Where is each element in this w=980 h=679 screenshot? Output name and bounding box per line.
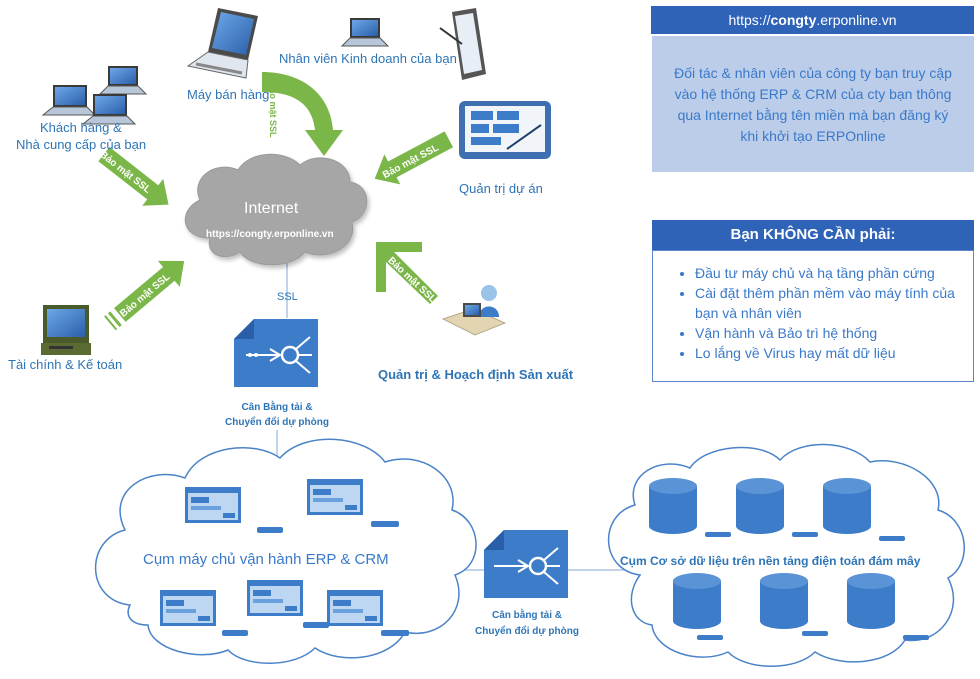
monitor-icon-finance [41, 305, 91, 355]
database-icon-2 [736, 478, 818, 537]
label-production: Quản trị & Hoạch định Sản xuất [378, 367, 574, 382]
ssl-short-label: SSL [277, 291, 298, 303]
ssl-arrow-project: Bảo mật SSL [374, 131, 454, 185]
app-server-icon-2 [307, 479, 399, 527]
database-icon-5 [760, 573, 828, 636]
info-description-box: Đối tác & nhân viên của công ty bạn truy… [652, 36, 974, 172]
laptop-icon-customer-3 [81, 94, 137, 125]
label-project-admin: Quản trị dự án [459, 181, 543, 196]
ssl-arrow-sales [262, 72, 343, 156]
app-server-icon-1 [185, 487, 283, 533]
info-description-text: Đối tác & nhân viên của công ty bạn truy… [674, 65, 952, 144]
label-customers-1: Khách hàng & [40, 120, 122, 135]
load-balancer-icon-1 [234, 319, 318, 387]
laptop-icon-customer-2 [98, 66, 148, 95]
app-server-icon-3 [160, 590, 248, 636]
no-need-item: Lo lắng về Virus hay mất dữ liệu [695, 343, 973, 363]
url-domain-bold: congty [770, 12, 817, 28]
database-icon-6 [847, 573, 929, 640]
internet-cloud [184, 153, 368, 266]
app-server-icon-4 [247, 580, 329, 628]
ssl-arrow-production: Bảo mật SSL [376, 242, 438, 305]
laptop-icon-staff [340, 18, 390, 47]
project-board-icon [459, 101, 551, 159]
load-balancer-2-label-2: Chuyển đổi dự phòng [475, 626, 579, 637]
label-sales-machine: Máy bán hàng [187, 87, 270, 102]
internet-url: https://congty.erponline.vn [206, 229, 334, 240]
load-balancer-2-label-1: Cân bằng tải & [491, 610, 562, 621]
url-suffix: .erponline.vn [816, 12, 897, 28]
erp-cluster-label: Cụm máy chủ vận hành ERP & CRM [143, 551, 389, 568]
no-need-list: Đầu tư máy chủ và hạ tầng phần cứng Cài … [653, 263, 973, 363]
url-prefix: https:// [728, 12, 771, 28]
db-cluster-label: Cụm Cơ sở dữ liệu trên nền tảng điện toá… [620, 554, 921, 568]
database-icon-3 [823, 478, 905, 541]
ssl-label-sales: Bảo mật SSL [268, 82, 278, 138]
no-need-item: Vận hành và Bảo trì hệ thống [695, 323, 973, 343]
load-balancer-1-label-2: Chuyển đổi dự phòng [225, 417, 329, 428]
database-icon-4 [673, 573, 723, 640]
laptop-icon-sales [186, 8, 258, 79]
ssl-label-finance: Bảo mật SSL [118, 272, 172, 320]
app-server-icon-5 [327, 590, 409, 636]
ssl-label-production: Bảo mật SSL [385, 255, 438, 305]
database-icon-1 [649, 478, 731, 537]
load-balancer-1-label-1: Cân Bằng tải & [241, 402, 313, 413]
no-need-item: Cài đặt thêm phần mềm vào máy tính của b… [695, 283, 973, 323]
load-balancer-icon-2 [484, 530, 568, 598]
no-need-item: Đầu tư máy chủ và hạ tầng phần cứng [695, 263, 973, 283]
laptop-icon-customer-1 [41, 85, 97, 116]
label-sales-staff: Nhân viên Kinh doanh của bạn [279, 51, 457, 66]
label-finance: Tài chính & Kế toán [8, 357, 123, 372]
label-customers-2: Nhà cung cấp của bạn [16, 137, 147, 152]
ssl-arrow-finance: Bảo mật SSL [104, 260, 185, 331]
user-desk-icon-production [441, 285, 507, 336]
internet-title: Internet [244, 200, 299, 217]
domain-url-header: https://congty.erponline.vn [651, 6, 974, 34]
ssl-label-customers: Bảo mật SSL [97, 149, 152, 196]
no-need-list-box: Đầu tư máy chủ và hạ tầng phần cứng Cài … [652, 250, 974, 382]
no-need-title: Bạn KHÔNG CẦN phải: [652, 220, 974, 250]
tablet-icon-staff [439, 8, 486, 80]
